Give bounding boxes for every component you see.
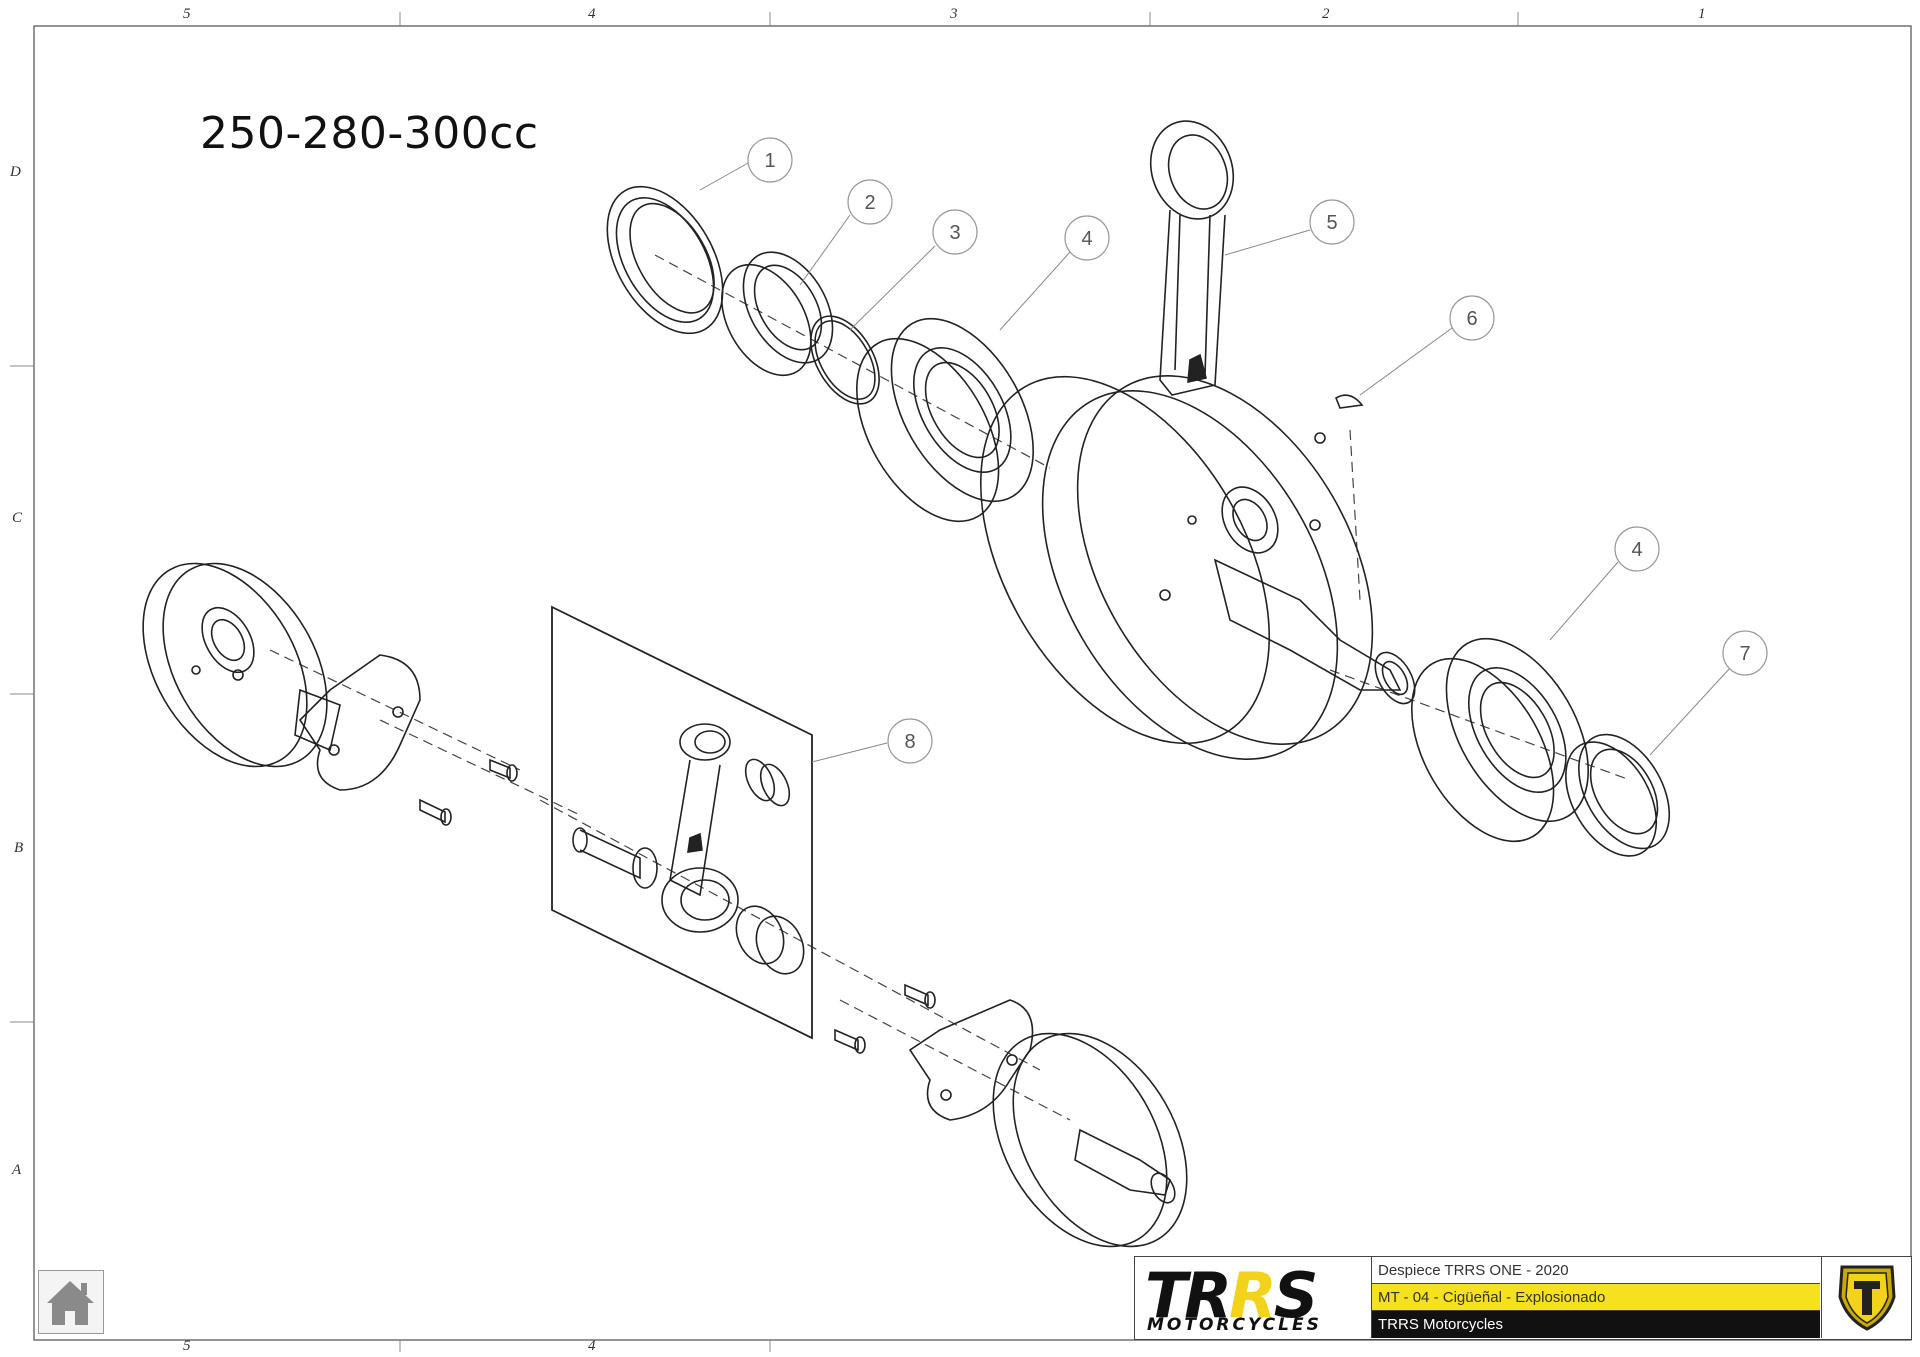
zone-column-label: 5 <box>183 6 191 22</box>
o-ring-part <box>810 315 880 405</box>
connecting-rod-kit-part <box>572 723 805 975</box>
callout-bubble <box>1064 215 1110 261</box>
zone-row-label: B <box>14 840 24 856</box>
title-block-project: Despiece TRRS ONE - 2020 <box>1372 1257 1820 1284</box>
callout-number: 4 <box>1631 539 1642 561</box>
bearing-part <box>1411 637 1589 843</box>
crank-web-right-part <box>992 1032 1188 1248</box>
zone-row-label: D <box>10 164 21 180</box>
connecting-rod-part <box>1149 120 1235 396</box>
callout-bubble <box>847 179 893 225</box>
trrs-brand-logo: TRRS MOTORCYCLES <box>1135 1257 1372 1338</box>
title-block: TRRS MOTORCYCLES Despiece TRRS ONE - 202… <box>1134 1256 1912 1340</box>
brand-wordmark-accent: R <box>1229 1259 1277 1332</box>
sheet-border <box>33 25 1912 1341</box>
crank-web-left-part <box>142 562 328 768</box>
title-block-company: TRRS Motorcycles <box>1372 1311 1820 1338</box>
zone-column-label: 5 <box>183 1338 191 1354</box>
assembly-axis <box>269 254 1631 1121</box>
callout-number: 5 <box>1326 212 1337 234</box>
callout-number: 1 <box>764 150 775 172</box>
zone-ticks <box>10 12 1519 1352</box>
oil-seal-part <box>1565 733 1671 857</box>
callout-number: 4 <box>1081 228 1092 250</box>
zone-column-label: 1 <box>1698 6 1706 22</box>
callout-number: 6 <box>1466 308 1477 330</box>
oil-seal-part <box>606 185 724 335</box>
bearing-part <box>856 317 1034 523</box>
bushing-part <box>721 251 834 377</box>
callout-number: 7 <box>1739 643 1750 665</box>
crankshaft-assembly <box>979 375 1416 760</box>
callout-bubble <box>1722 630 1768 676</box>
zone-row-label: C <box>12 510 23 526</box>
callout-bubble <box>747 137 793 183</box>
trrs-shield-logo-icon <box>1821 1257 1912 1338</box>
callout-bubble <box>932 209 978 255</box>
callout-leaders <box>699 161 1731 763</box>
woodruff-key-part <box>1334 394 1364 409</box>
counterweight-left-part <box>294 654 421 791</box>
title-block-drawing-name: MT - 04 - Cigüeñal - Explosionado <box>1372 1284 1820 1311</box>
callout-number: 3 <box>949 222 960 244</box>
zone-column-label: 3 <box>950 6 958 22</box>
connecting-rod-kit-frame <box>551 605 813 1040</box>
callout-bubble <box>1614 526 1660 572</box>
callout-bubble <box>887 718 933 764</box>
zone-column-label: 4 <box>588 1338 596 1354</box>
counterweight-right-part <box>908 999 1034 1121</box>
bolt-part <box>419 758 936 1054</box>
zone-column-label: 4 <box>588 6 596 22</box>
zone-column-label: 2 <box>1322 6 1330 22</box>
model-title: 250-280-300cc <box>200 108 539 159</box>
callout-number: 8 <box>904 731 915 753</box>
brand-wordmark: TRRS <box>1145 1259 1318 1332</box>
callout-bubble <box>1309 199 1355 245</box>
home-button[interactable] <box>38 1270 104 1334</box>
zone-row-label: A <box>12 1162 22 1178</box>
callout-number: 2 <box>864 192 875 214</box>
home-icon <box>47 1281 94 1325</box>
callout-bubble <box>1449 295 1495 341</box>
brand-subtitle: MOTORCYCLES <box>1147 1315 1322 1335</box>
